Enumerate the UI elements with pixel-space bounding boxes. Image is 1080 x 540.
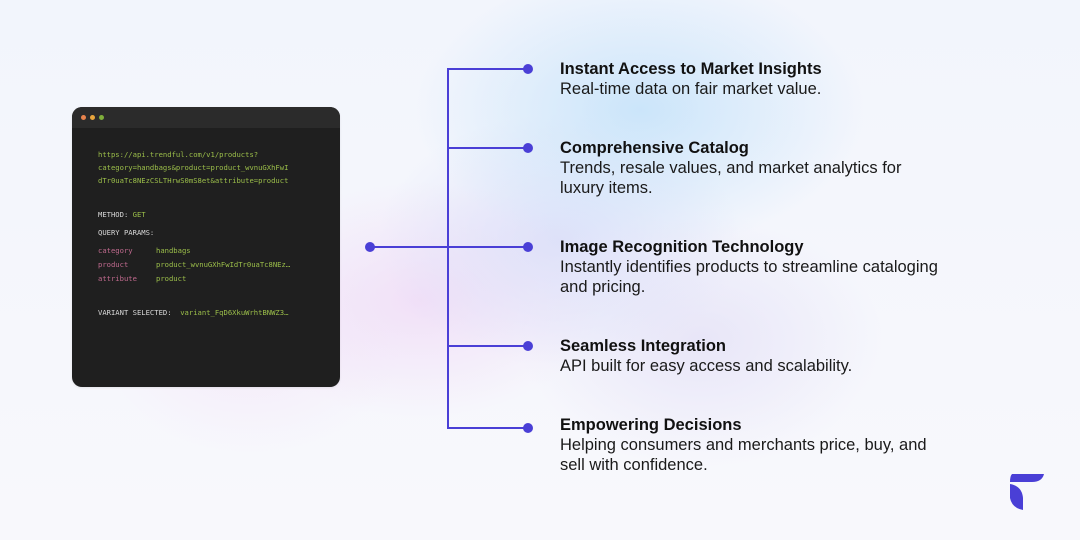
feature-description: Real-time data on fair market value. (560, 80, 822, 98)
feature-empowering-decisions: Empowering Decisions Helping consumers a… (560, 415, 980, 475)
feature-seamless-integration: Seamless Integration API built for easy … (560, 336, 980, 376)
param-key: category (98, 246, 133, 255)
feature-title: Image Recognition Technology (560, 238, 804, 256)
maximize-dot-icon (99, 115, 104, 120)
param-value: product_wvnuGXhFwIdTr0uaTc8NEz… (156, 260, 291, 269)
connector-branch-node (523, 341, 533, 351)
feature-market-insights: Instant Access to Market Insights Real-t… (560, 59, 980, 99)
param-value: product (156, 274, 187, 283)
method-label: METHOD: (98, 210, 129, 219)
request-url-line-3: dTr0uaTc8NEzCSLTHrwS0mS8et&attribute=pro… (98, 176, 289, 185)
method-row: METHOD: GET (98, 208, 340, 221)
feature-description: luxury items. (560, 179, 653, 197)
connector-trunk-line (447, 68, 449, 429)
connector-root-line (370, 246, 449, 248)
feature-description: and pricing. (560, 278, 646, 296)
feature-description: sell with confidence. (560, 456, 708, 474)
feature-title: Comprehensive Catalog (560, 139, 749, 157)
param-key: attribute (98, 274, 137, 283)
trendful-logo-icon (1010, 474, 1044, 510)
feature-title: Empowering Decisions (560, 416, 742, 434)
connector-branch-node (523, 242, 533, 252)
request-url-line-1: https://api.trendful.com/v1/products? (98, 150, 259, 159)
query-params-label: QUERY PARAMS: (98, 228, 155, 237)
param-row: attribute product (98, 272, 340, 285)
variant-label: VARIANT SELECTED: (98, 308, 172, 317)
feature-title: Instant Access to Market Insights (560, 60, 822, 78)
feature-comprehensive-catalog: Comprehensive Catalog Trends, resale val… (560, 138, 980, 198)
feature-image-recognition: Image Recognition Technology Instantly i… (560, 237, 980, 297)
request-url-line-2: category=handbags&product=product_wvnuGX… (98, 163, 289, 172)
feature-description: Trends, resale values, and market analyt… (560, 159, 902, 177)
variant-value: variant_FqD6XkuWrhtBNWZ3… (180, 308, 289, 317)
param-value: handbags (156, 246, 191, 255)
connector-branch-line (447, 427, 528, 429)
connector-branch-node (523, 143, 533, 153)
feature-description: Helping consumers and merchants price, b… (560, 436, 927, 454)
code-body: https://api.trendful.com/v1/products? ca… (72, 128, 340, 319)
param-row: product product_wvnuGXhFwIdTr0uaTc8NEz… (98, 258, 340, 271)
window-titlebar (72, 107, 340, 128)
param-key: product (98, 260, 129, 269)
feature-description: API built for easy access and scalabilit… (560, 357, 853, 375)
variant-row: VARIANT SELECTED: variant_FqD6XkuWrhtBNW… (98, 306, 340, 319)
param-row: category handbags (98, 244, 340, 257)
connector-branch-line (447, 147, 528, 149)
feature-title: Seamless Integration (560, 337, 726, 355)
connector-branch-node (523, 64, 533, 74)
feature-description: Instantly identifies products to streaml… (560, 258, 938, 276)
connector-branch-line (447, 68, 528, 70)
connector-branch-node (523, 423, 533, 433)
api-code-window: https://api.trendful.com/v1/products? ca… (72, 107, 340, 387)
minimize-dot-icon (90, 115, 95, 120)
connector-branch-line (447, 246, 528, 248)
close-dot-icon (81, 115, 86, 120)
method-value: GET (132, 210, 146, 219)
connector-branch-line (447, 345, 528, 347)
